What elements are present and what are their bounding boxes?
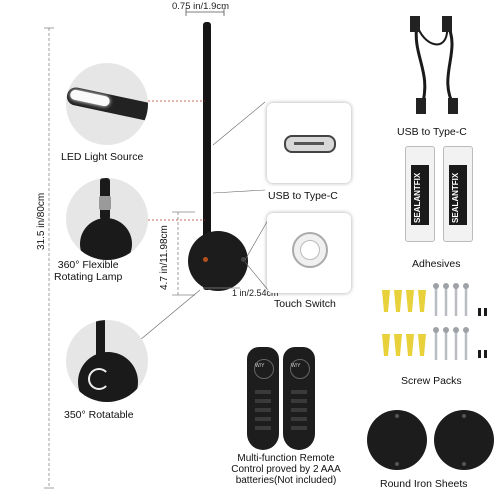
remote-label: Multi-function Remote Control proved by … xyxy=(231,453,341,486)
rotatable-detail-image xyxy=(66,320,148,402)
rotatable-label: 350° Rotatable xyxy=(64,409,134,421)
iron-sheet-left-hole-bottom xyxy=(395,462,399,466)
lamp-base-mark xyxy=(203,257,208,262)
height-dimension-line xyxy=(44,27,54,489)
usb-cable-image xyxy=(410,16,458,114)
usb-port-panel xyxy=(267,103,351,183)
screw-packs-image xyxy=(382,283,487,360)
lamp-rod xyxy=(203,22,211,290)
base-depth-label: 1 in/2.54cm xyxy=(232,288,279,298)
lamp-base-plate xyxy=(188,231,248,291)
lamp-base-mark-right xyxy=(241,257,246,262)
remote-right-key-label: W/Y xyxy=(291,363,301,369)
iron-sheet-right-hole-bottom xyxy=(462,462,466,466)
cable-label: USB to Type-C xyxy=(397,126,467,138)
iron-sheets-label: Round Iron Sheets xyxy=(380,478,468,490)
remote-left-top-button xyxy=(254,359,274,379)
iron-sheet-right xyxy=(434,410,494,470)
remote-right-buttons xyxy=(291,385,307,435)
usb-c-port-inner xyxy=(294,142,324,145)
adhesives-label: Adhesives xyxy=(412,258,461,270)
led-label: LED Light Source xyxy=(61,151,144,163)
adhesive-tube-right-label xyxy=(449,165,467,225)
adhesive-tube-left-label xyxy=(411,165,429,225)
remote-right-top-button xyxy=(290,359,310,379)
rotate-arrow-icon xyxy=(88,368,110,390)
iron-sheet-left-hole-top xyxy=(395,414,399,418)
touch-switch-label: Touch Switch xyxy=(274,298,336,310)
top-width-dimension-line xyxy=(185,8,225,16)
remote-left-buttons xyxy=(255,385,271,435)
remote-left-key-label: W/Y xyxy=(255,363,265,369)
base-height-dimension-line xyxy=(172,211,240,296)
touch-switch-panel xyxy=(267,213,351,293)
iron-sheet-right-hole-top xyxy=(462,414,466,418)
remote-control-right: W/Y xyxy=(283,347,315,450)
rotating-lamp-detail-image xyxy=(66,178,148,260)
rotating-lamp-label: 360° Flexible Rotating Lamp xyxy=(54,259,123,283)
rotating-lamp-joint xyxy=(99,196,111,210)
touch-switch-button-icon xyxy=(300,240,320,260)
led-detail-image xyxy=(66,63,148,145)
adhesive-tube-left: SEALANTFIX xyxy=(405,146,435,242)
top-width-label: 0.75 in/1.9cm xyxy=(172,1,230,12)
adhesive-tube-right-brand: SEALANTFIX xyxy=(451,172,460,223)
iron-sheet-left xyxy=(367,410,427,470)
screws-label: Screw Packs xyxy=(401,375,462,387)
adhesive-tube-right: SEALANTFIX xyxy=(443,146,473,242)
remote-control-left: W/Y xyxy=(247,347,279,450)
adhesive-tube-left-brand: SEALANTFIX xyxy=(413,172,422,223)
rotatable-rod xyxy=(96,320,105,380)
rotating-lamp-base xyxy=(80,218,132,260)
usb-port-label: USB to Type-C xyxy=(268,190,338,202)
